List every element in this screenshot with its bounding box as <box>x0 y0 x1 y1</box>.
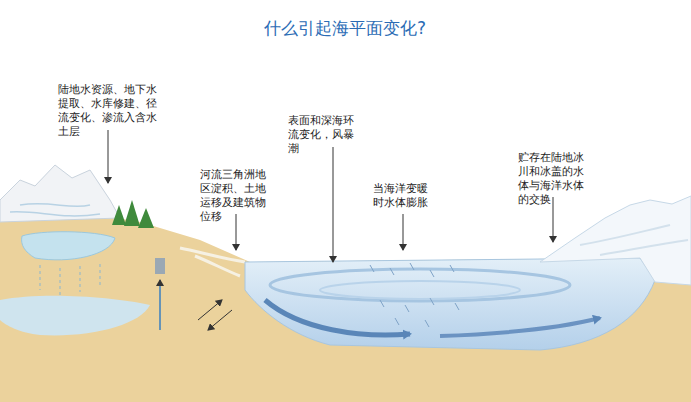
callout-label: 河流三角洲地区淀积、土地运移及建筑物位移 <box>200 167 277 223</box>
leader-arrow <box>108 130 109 183</box>
ocean <box>245 258 655 350</box>
leader-arrow <box>333 147 334 262</box>
aquifer <box>0 296 150 336</box>
fault-arrow <box>208 310 232 330</box>
fault-arrow <box>198 300 222 320</box>
mountains-left <box>0 165 120 222</box>
well <box>155 258 165 274</box>
callout-label: 陆地水资源、地下水提取、水库修建、径流变化、渗流入含水土层 <box>58 82 166 138</box>
leader-arrow <box>236 214 237 250</box>
warming-arrows <box>370 263 459 327</box>
callout-label: 当海洋变暖时水体膨胀 <box>373 181 429 209</box>
deep-current <box>265 300 410 335</box>
seepage <box>40 264 100 295</box>
river-lines <box>10 204 100 216</box>
lake <box>22 232 115 260</box>
trees <box>112 200 154 228</box>
surface-current <box>270 269 570 301</box>
callout-label: 贮存在陆地冰川和冰盖的水体与海洋水体的交换 <box>518 150 595 206</box>
glacier <box>540 196 691 285</box>
delta <box>180 248 245 276</box>
callout-label: 表面和深海环流变化，风暴潮 <box>288 113 365 155</box>
surface-current <box>320 281 520 299</box>
glacier-lines <box>580 225 688 255</box>
well-flow <box>159 280 161 330</box>
title: 什么引起海平面变化? <box>264 17 426 39</box>
leader-arrow <box>403 214 404 250</box>
deep-current <box>440 318 600 336</box>
leader-arrow <box>553 197 554 242</box>
